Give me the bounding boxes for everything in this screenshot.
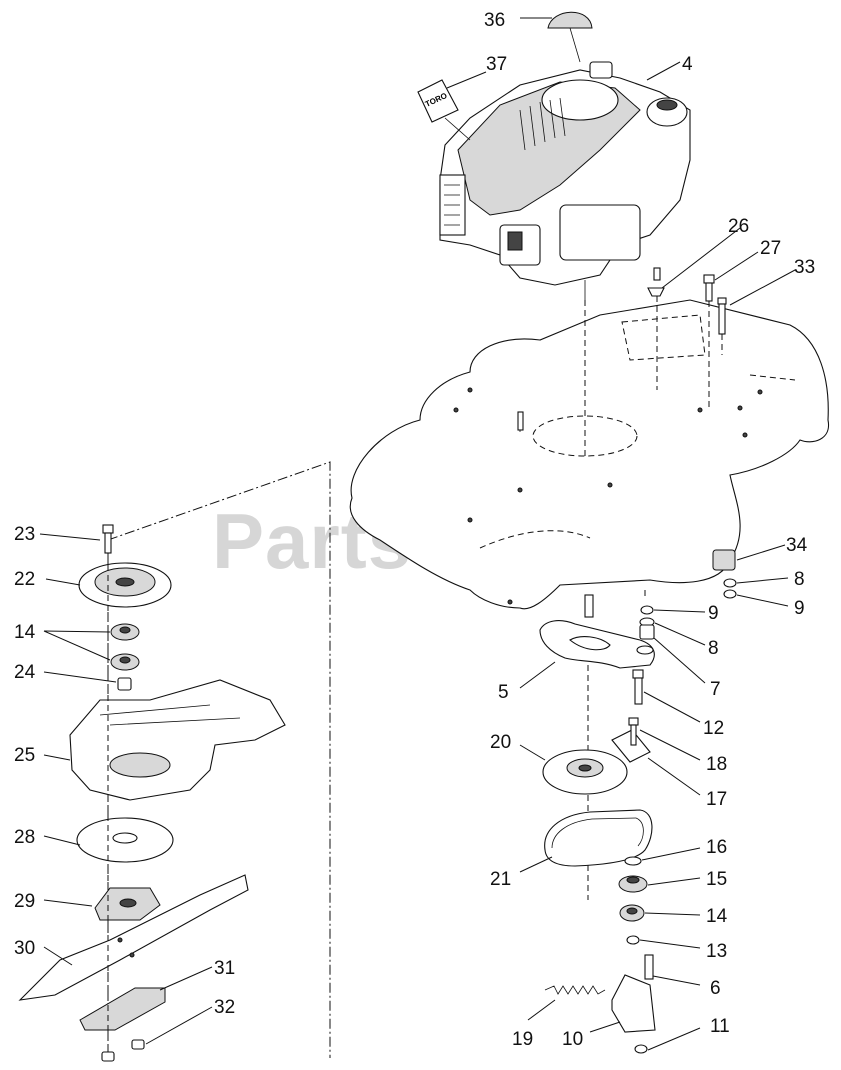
callout-20: 20	[490, 732, 511, 753]
callout-15: 15	[706, 869, 727, 890]
callout-21: 21	[490, 869, 511, 890]
brake-arm	[611, 974, 656, 1054]
callout-5: 5	[498, 682, 509, 703]
callout-32: 32	[214, 997, 235, 1018]
idler-pulley	[542, 749, 628, 795]
callout-23: 23	[14, 524, 35, 545]
engine-mount-bolts	[647, 267, 727, 410]
bolt-23	[102, 524, 114, 554]
nuts-washers-right	[632, 590, 655, 705]
callout-25: 25	[14, 745, 35, 766]
callout-14-left: 14	[14, 622, 36, 643]
callout-10: 10	[562, 1029, 583, 1050]
callout-8-upper: 8	[794, 569, 805, 590]
callout-30: 30	[14, 938, 35, 959]
decal: TORO	[417, 79, 471, 141]
leader-lines	[39, 17, 796, 1051]
callout-18: 18	[706, 754, 727, 775]
blade-clamp	[79, 987, 166, 1031]
callout-24: 24	[14, 662, 36, 683]
spacer-block	[712, 549, 737, 599]
callout-33: 33	[794, 257, 815, 278]
callout-9: 9	[708, 603, 719, 624]
belt-cover	[69, 679, 286, 801]
callout-4: 4	[682, 54, 693, 75]
callout-19: 19	[512, 1029, 533, 1050]
bearings-left	[110, 623, 140, 691]
engine	[439, 61, 691, 300]
spindle-stack	[618, 856, 654, 980]
callout-9-right: 9	[794, 598, 805, 619]
callout-6: 6	[710, 978, 721, 999]
callout-37: 37	[486, 54, 507, 75]
callout-17: 17	[706, 789, 727, 810]
callout-12: 12	[703, 718, 724, 739]
blade-stiffener-plate	[76, 817, 174, 863]
callout-36: 36	[484, 10, 505, 31]
callout-7: 7	[710, 679, 721, 700]
callout-16: 16	[706, 837, 727, 858]
spring	[544, 985, 606, 995]
callout-14-right: 14	[706, 906, 728, 927]
callout-8: 8	[708, 638, 719, 659]
pulley-bracket	[611, 717, 651, 763]
callout-22: 22	[14, 569, 35, 590]
callout-29: 29	[14, 891, 35, 912]
blade-adapter	[94, 887, 161, 921]
idler-bracket	[539, 594, 655, 669]
callout-31: 31	[214, 958, 235, 979]
callout-26: 26	[728, 216, 749, 237]
callout-34: 34	[786, 535, 808, 556]
mower-deck	[349, 299, 829, 610]
callout-27: 27	[760, 238, 781, 259]
oil-cap	[547, 11, 593, 63]
blade-adapter-pulley	[78, 562, 172, 608]
blade-nuts	[101, 1039, 145, 1062]
drive-belt	[544, 809, 653, 867]
callout-11: 11	[710, 1016, 730, 1037]
callout-labels: 36 37 4 26 27 33 23 22 14 24 25 28 29 30…	[14, 10, 815, 1050]
blade	[18, 874, 249, 1001]
callout-28: 28	[14, 827, 35, 848]
callout-13: 13	[706, 941, 727, 962]
